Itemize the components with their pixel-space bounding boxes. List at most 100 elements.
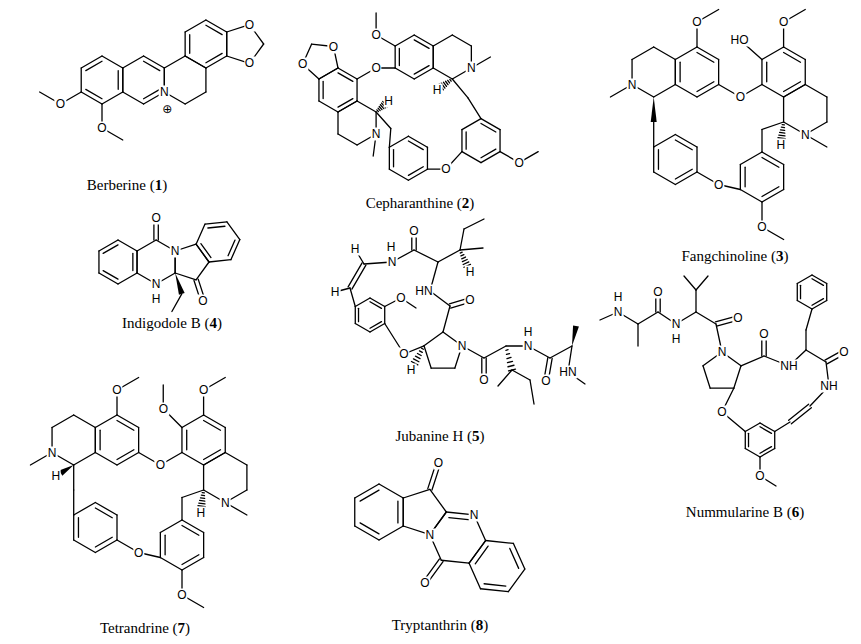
bond-line <box>175 273 196 280</box>
bond-line <box>338 101 357 112</box>
bond-line <box>658 150 659 170</box>
bond-line <box>675 169 692 179</box>
bond-line <box>117 415 139 428</box>
bond-line <box>132 253 133 270</box>
bond-line <box>395 68 414 79</box>
bond-line <box>73 515 74 540</box>
compound-caption: Fangchinoline (3) <box>679 248 790 265</box>
atom-label: O <box>198 384 209 397</box>
atom-label: O <box>758 328 769 341</box>
compound-caption: Berberine (1) <box>85 177 169 194</box>
bond-line <box>355 484 379 498</box>
atom-label: N <box>671 318 682 331</box>
bond-line <box>318 79 319 101</box>
bond-line <box>826 284 827 301</box>
bond-line <box>510 548 519 568</box>
bond-line <box>203 465 204 490</box>
bond-line <box>350 288 355 307</box>
bond-line <box>654 135 676 148</box>
atom-label: O <box>513 156 524 169</box>
bond-line <box>441 560 469 563</box>
atom-label: O <box>691 16 702 29</box>
bond-line <box>695 290 696 312</box>
bond-line <box>201 244 211 258</box>
bond-line <box>99 430 100 450</box>
bond-line <box>513 543 524 569</box>
atom-label: N <box>371 128 382 141</box>
atom-label: N <box>457 339 468 352</box>
bond-line <box>118 71 119 90</box>
bond-line <box>781 127 784 129</box>
bond-line <box>389 136 408 147</box>
bond-line <box>684 276 696 290</box>
compound-number: 8 <box>476 617 484 633</box>
bond-line <box>98 251 99 273</box>
bond-line <box>484 346 506 358</box>
bond-line <box>81 92 102 104</box>
bond-line <box>469 541 485 564</box>
bond-line <box>209 260 231 262</box>
bond-line <box>745 423 760 432</box>
bond-line <box>710 388 734 389</box>
atom-label: NH <box>819 380 838 393</box>
bond-line <box>760 427 771 434</box>
bond-line <box>696 147 697 172</box>
bond-line <box>461 255 464 256</box>
bond-line <box>403 498 404 526</box>
bond-line <box>464 219 484 229</box>
bond-line <box>762 85 784 98</box>
bond-line <box>762 187 779 197</box>
bond-line <box>433 68 452 79</box>
bond-line <box>550 346 572 358</box>
bond-line <box>775 422 790 432</box>
atom-label: N <box>800 128 811 141</box>
bond-line <box>632 47 654 60</box>
bond-line <box>95 428 96 453</box>
bond-line <box>462 119 481 130</box>
bond-line <box>762 122 784 130</box>
bond-line <box>413 359 418 362</box>
atom-label: ⊕ <box>161 102 173 115</box>
atom-label: H <box>775 138 786 151</box>
bond-line <box>486 541 514 544</box>
bond-line <box>760 423 775 432</box>
bond-line <box>784 47 806 60</box>
bond-line <box>499 130 500 152</box>
bond-line <box>123 56 144 68</box>
bond-line <box>337 112 338 134</box>
bond-line <box>200 500 205 502</box>
compound-caption: Nummularine B (6) <box>684 504 806 521</box>
bond-line <box>783 165 784 190</box>
bond-line <box>136 251 137 273</box>
bond-line <box>740 152 762 165</box>
compound-number: 3 <box>776 248 784 264</box>
bond-line <box>338 73 353 82</box>
atom-label: O <box>395 292 406 305</box>
bond-line <box>415 356 420 358</box>
bond-line <box>206 53 222 62</box>
atom-label: O <box>419 576 430 589</box>
bond-line <box>52 415 74 428</box>
bond-line <box>204 415 226 428</box>
bond-line <box>199 502 205 504</box>
bond-line <box>95 508 112 518</box>
bond-line <box>424 346 431 368</box>
bond-line <box>118 240 137 251</box>
bond-line <box>797 275 812 284</box>
bond-line <box>204 421 221 431</box>
bond-line <box>414 68 433 79</box>
bond-line <box>200 497 204 499</box>
bond-line <box>74 503 96 516</box>
compound-number: 5 <box>472 428 480 444</box>
atom-label: N <box>170 245 181 258</box>
bond-line <box>414 40 429 49</box>
bond-line <box>740 190 762 203</box>
bond-line <box>469 541 485 564</box>
bond-line <box>408 136 427 147</box>
atom-label: O <box>133 546 144 559</box>
bond-line <box>78 518 79 538</box>
atom-label: O <box>735 91 746 104</box>
bond-line <box>760 449 775 458</box>
bond-line <box>376 112 391 129</box>
